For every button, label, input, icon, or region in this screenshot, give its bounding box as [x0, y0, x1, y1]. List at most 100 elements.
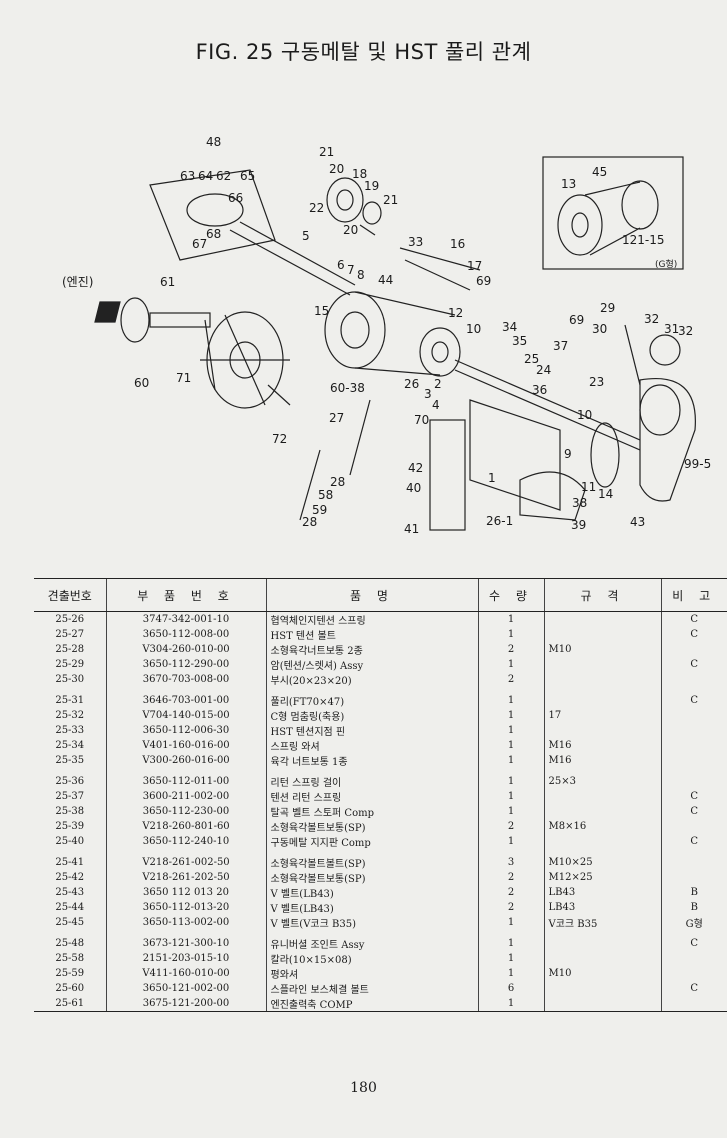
cell-name: 소형육각볼트보통(SP) — [265, 819, 478, 834]
svg-text:45: 45 — [592, 165, 607, 179]
svg-text:21: 21 — [319, 145, 334, 159]
cell-code: 3650-112-006-30 — [105, 723, 266, 738]
cell-no: 25-35 — [55, 755, 85, 766]
cell-qty: 1 — [477, 627, 544, 642]
cell-spec: M10×25 — [543, 855, 661, 870]
cell-code: 3650-112-013-20 — [105, 900, 266, 915]
cell-spec — [543, 672, 661, 687]
cell-spec: M12×25 — [543, 870, 661, 885]
svg-text:32: 32 — [678, 324, 693, 338]
cell-note — [660, 951, 727, 966]
cell-no: 25-58 — [55, 953, 85, 964]
svg-text:71: 71 — [176, 371, 191, 385]
row-spacer — [34, 930, 727, 936]
cell-code: 3747-342-001-10 — [105, 611, 266, 627]
row-spacer — [34, 687, 727, 693]
svg-text:6: 6 — [337, 258, 345, 272]
svg-text:2: 2 — [434, 377, 442, 391]
cell-no: 25-48 — [55, 938, 85, 949]
cell-code: 3675-121-200-00 — [105, 996, 266, 1012]
cell-spec — [543, 981, 661, 996]
cell-name: 칼라(10×15×08) — [265, 951, 478, 966]
cell-name: V 벨트(V코크 B35) — [265, 915, 478, 930]
cell-note — [660, 870, 727, 885]
cell-note: C — [660, 627, 727, 642]
svg-text:30: 30 — [592, 322, 607, 336]
col-header-quantity: 수 량 — [477, 578, 544, 612]
cell-code: 3673-121-300-10 — [105, 936, 266, 951]
cell-qty: 1 — [477, 936, 544, 951]
svg-text:58: 58 — [318, 488, 333, 502]
svg-text:34: 34 — [502, 320, 517, 334]
cell-note — [660, 753, 727, 768]
cell-qty: 6 — [477, 981, 544, 996]
hst-pulley — [419, 327, 461, 377]
svg-text:23: 23 — [589, 375, 604, 389]
cell-spec: M10 — [543, 642, 661, 657]
cell-code: 3646-703-001-00 — [105, 693, 266, 708]
cell-qty: 2 — [477, 642, 544, 657]
cell-name: 육각 너트보통 1종 — [265, 753, 478, 768]
cell-name: 암(텐션/스렛셔) Assy — [265, 657, 478, 672]
svg-text:48: 48 — [206, 135, 221, 149]
cell-code: 3650-112-008-00 — [105, 627, 266, 642]
cell-code: V704-140-015-00 — [105, 708, 266, 723]
cell-spec — [543, 627, 661, 642]
row-spacer — [34, 768, 727, 774]
svg-text:40: 40 — [406, 481, 421, 495]
cell-code: 3600-211-002-00 — [105, 789, 266, 804]
drive-pulley — [324, 291, 386, 369]
cell-note: B — [660, 900, 727, 915]
cell-note: B — [660, 885, 727, 900]
svg-text:4: 4 — [432, 398, 440, 412]
svg-text:3: 3 — [424, 387, 432, 401]
cell-spec: 25×3 — [543, 774, 661, 789]
cell-no: 25-45 — [55, 917, 85, 928]
svg-text:11: 11 — [581, 480, 596, 494]
cell-note — [660, 996, 727, 1012]
cell-name: C형 멈춤링(축용) — [265, 708, 478, 723]
cell-qty: 1 — [477, 951, 544, 966]
cell-spec — [543, 936, 661, 951]
svg-text:35: 35 — [512, 334, 527, 348]
svg-text:16: 16 — [450, 237, 465, 251]
svg-text:15: 15 — [314, 304, 329, 318]
svg-text:20: 20 — [343, 223, 358, 237]
svg-text:26-1: 26-1 — [486, 514, 513, 528]
cell-no: 25-32 — [55, 710, 85, 721]
cell-note — [660, 774, 727, 789]
cell-note — [660, 642, 727, 657]
cell-code: 3650 112 013 20 — [105, 885, 266, 900]
cell-spec: 17 — [543, 708, 661, 723]
universal-joint — [186, 193, 244, 227]
svg-text:69: 69 — [569, 313, 584, 327]
svg-text:68: 68 — [206, 227, 221, 241]
svg-text:59: 59 — [312, 503, 327, 517]
svg-text:62: 62 — [216, 169, 231, 183]
cell-note: C — [660, 981, 727, 996]
cell-spec: LB43 — [543, 885, 661, 900]
cell-spec: V코크 B35 — [543, 915, 661, 930]
cell-code: 2151-203-015-10 — [105, 951, 266, 966]
cell-code: 3650-112-230-00 — [105, 804, 266, 819]
cell-code: 3650-112-240-10 — [105, 834, 266, 849]
inset-note: (G형) — [655, 259, 677, 270]
inset-frame — [542, 156, 684, 270]
cell-qty: 2 — [477, 900, 544, 915]
cell-name: 구동메탈 지지판 Comp — [265, 834, 478, 849]
svg-text:8: 8 — [357, 268, 365, 282]
cell-note: C — [660, 693, 727, 708]
cell-qty: 1 — [477, 738, 544, 753]
table-header-row: 견출번호 부 품 번 호 품 명 수 량 규 격 비 고 — [34, 578, 727, 612]
cell-spec: M16 — [543, 738, 661, 753]
